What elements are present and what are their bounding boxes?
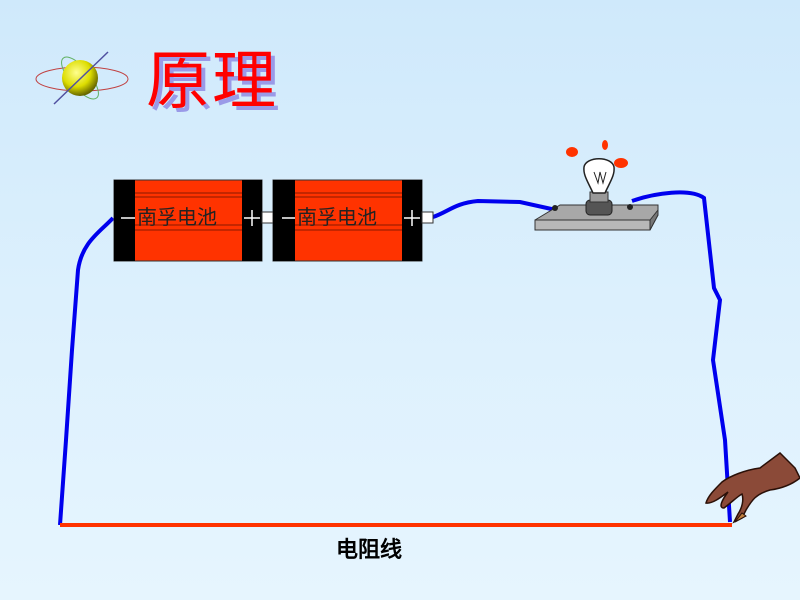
resistor-label: 电阻线	[336, 538, 403, 563]
wire-right	[631, 190, 732, 523]
hand-icon	[705, 452, 800, 524]
battery-1: 南孚电池	[113, 179, 274, 262]
light-bulb-icon	[534, 140, 659, 231]
battery-2-label: 南孚电池	[297, 205, 377, 229]
battery-1-label: 南孚电池	[137, 205, 217, 229]
page-title: 原理	[146, 45, 278, 119]
wire-top	[432, 198, 557, 219]
globe-icon	[35, 51, 129, 105]
wire-left	[58, 216, 115, 526]
battery-2: 南孚电池	[272, 179, 434, 262]
